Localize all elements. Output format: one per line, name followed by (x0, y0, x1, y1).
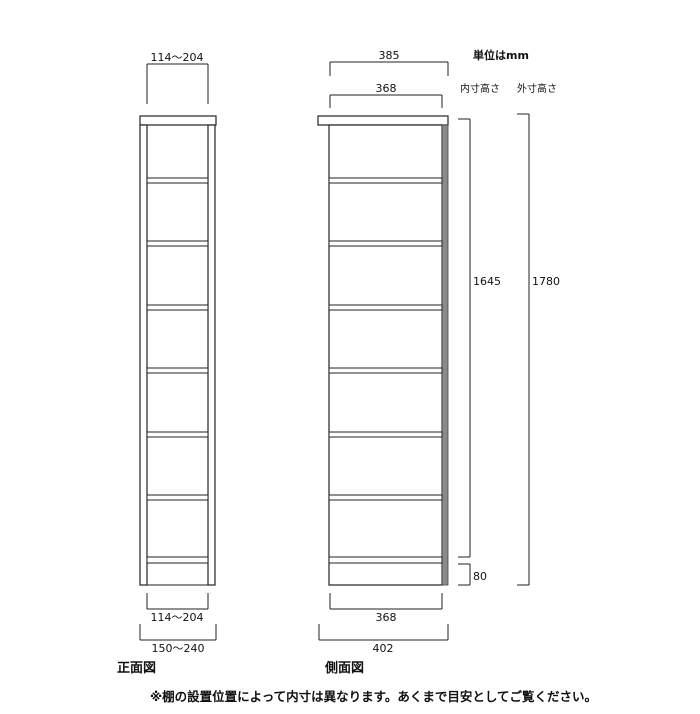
side-inner-depth-top-dimension: 368 (329, 82, 443, 108)
side-cabinet (317, 115, 449, 586)
front-right-side-panel (207, 124, 216, 586)
front-outer-width-text: 150～240 (152, 642, 205, 655)
side-inner-height-text: 1645 (473, 275, 501, 288)
side-back-board (441, 124, 449, 586)
inner-height-header: 内寸高さ (460, 82, 500, 95)
side-bottom-shelf (328, 556, 443, 564)
side-shelf-1 (328, 177, 443, 184)
side-inner-height-dimension: 1645 (458, 118, 501, 558)
outer-height-header: 外寸高さ (517, 82, 557, 95)
front-shelf-1 (146, 177, 209, 184)
front-left-side-panel (139, 124, 148, 586)
side-top-board (317, 115, 449, 126)
side-top-depth-dimension: 385 (329, 49, 449, 76)
side-top-depth-text: 385 (379, 49, 400, 62)
side-base-height-dimension: 80 (458, 563, 487, 586)
side-shelf-4 (328, 367, 443, 374)
front-shelf-3 (146, 304, 209, 311)
side-view-label: 側面図 (324, 660, 364, 676)
unit-label: 単位はmm (473, 48, 529, 62)
side-base-height-text: 80 (473, 570, 487, 583)
front-view-label: 正面図 (117, 661, 156, 676)
front-top-board (139, 115, 217, 126)
side-view: 385 368 1645 (317, 49, 560, 676)
front-inner-width-dimension: 114～204 (146, 593, 209, 624)
footnote: ※棚の設置位置によって内寸は異なります。あくまで目安としてご覧ください。 (150, 689, 597, 704)
side-outer-depth-dimension: 402 (318, 624, 449, 655)
front-bottom-shelf (146, 556, 209, 564)
front-shelf-2 (146, 240, 209, 247)
side-inner-depth-bottom-dimension: 368 (329, 593, 443, 624)
side-shelf-6 (328, 494, 443, 501)
side-inner-depth-bottom-text: 368 (376, 611, 397, 624)
side-outer-height-text: 1780 (532, 275, 560, 288)
front-top-width-dimension: 114～204 (146, 51, 209, 104)
side-panel (328, 124, 443, 586)
side-shelf-3 (328, 304, 443, 311)
front-inner-width-text: 114～204 (151, 611, 204, 624)
side-shelf-2 (328, 240, 443, 247)
side-outer-height-dimension: 1780 (517, 113, 560, 586)
side-outer-depth-text: 402 (373, 642, 394, 655)
front-cabinet (139, 115, 217, 586)
side-shelf-5 (328, 431, 443, 438)
front-shelf-4 (146, 367, 209, 374)
front-shelf-5 (146, 431, 209, 438)
front-shelf-6 (146, 494, 209, 501)
side-inner-depth-top-text: 368 (376, 82, 397, 95)
front-top-width-text: 114～204 (151, 51, 204, 64)
front-view: 114～204 114～204 150～240 (117, 51, 217, 676)
front-outer-width-dimension: 150～240 (139, 624, 217, 655)
